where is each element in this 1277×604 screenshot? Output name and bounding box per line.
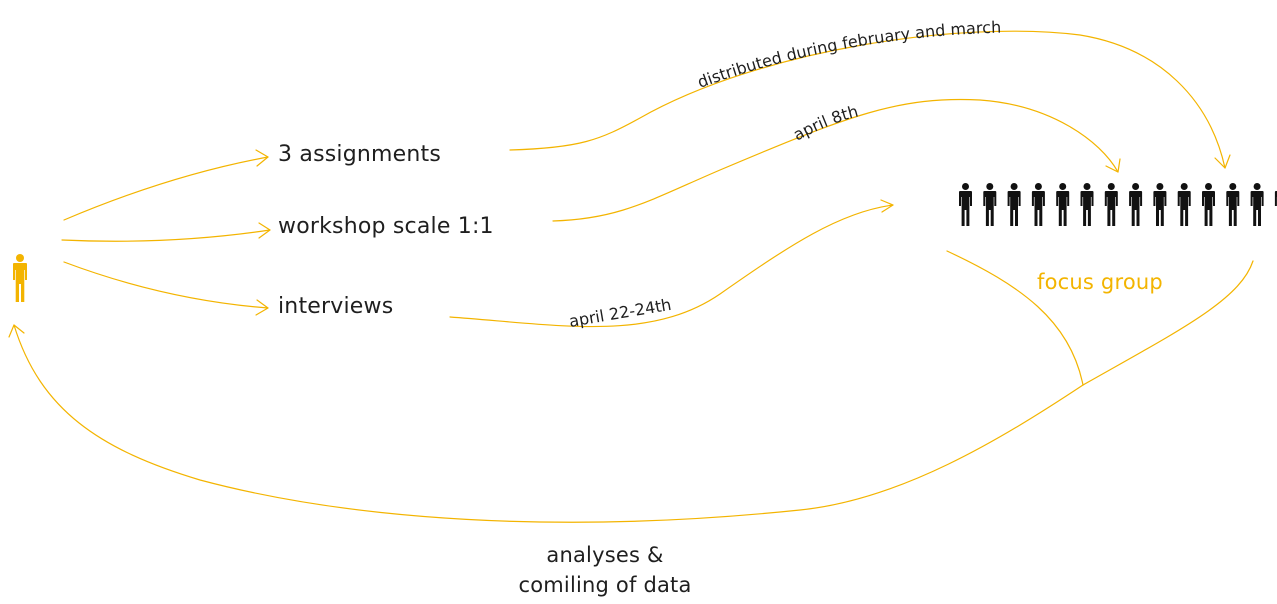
arrowhead-group-mid bbox=[1105, 158, 1121, 173]
arrowhead-researcher bbox=[8, 324, 25, 338]
person-icon bbox=[1153, 183, 1167, 226]
person-icon bbox=[1104, 183, 1118, 226]
person-icon bbox=[1080, 183, 1094, 226]
person-icon bbox=[1031, 183, 1045, 226]
node-3-assignments: 3 assignments bbox=[278, 142, 442, 167]
arrow-researcher-to-interviews bbox=[63, 261, 269, 309]
edge-label-april8-text: april 8th bbox=[790, 101, 860, 144]
person-icon bbox=[983, 183, 997, 226]
arrowhead-workshop bbox=[258, 222, 271, 239]
line-group-left-to-junction bbox=[946, 250, 1084, 386]
arrow-feedback-to-researcher bbox=[13, 324, 1084, 523]
analyses-line-2: comiling of data bbox=[518, 573, 692, 597]
person-icon bbox=[1177, 183, 1191, 226]
arrow-workshop-to-group bbox=[552, 98, 1119, 222]
person-icon bbox=[1129, 183, 1143, 226]
connector-lines bbox=[13, 30, 1254, 523]
person-icon bbox=[1056, 183, 1070, 226]
person-icon bbox=[1226, 183, 1240, 226]
arrowhead-group-right bbox=[1214, 154, 1231, 169]
arrow-assignments-to-group bbox=[509, 30, 1226, 169]
arrow-researcher-to-assignments bbox=[63, 156, 269, 221]
person-icon bbox=[1274, 191, 1277, 206]
analyses-line-1: analyses & bbox=[546, 543, 664, 567]
focus-group-people bbox=[959, 183, 1277, 226]
arrow-interviews-to-group bbox=[449, 204, 894, 328]
node-workshop-scale: workshop scale 1:1 bbox=[278, 214, 494, 239]
arrow-researcher-to-workshop bbox=[61, 229, 271, 242]
node-analyses: analyses & comiling of data bbox=[480, 540, 730, 600]
edge-label-april8: april 8th bbox=[790, 101, 860, 144]
researcher-person-icon bbox=[13, 254, 27, 302]
line-group-right-to-junction bbox=[1082, 260, 1254, 386]
person-icon bbox=[1007, 183, 1021, 226]
person-icon bbox=[1250, 183, 1264, 226]
arrowheads bbox=[8, 149, 1231, 338]
arrowhead-assignments bbox=[255, 149, 269, 167]
edge-label-distributed: distributed during february and march bbox=[695, 18, 1002, 92]
node-focus-group: focus group bbox=[1037, 270, 1163, 294]
person-icon bbox=[959, 183, 972, 226]
node-interviews: interviews bbox=[278, 294, 394, 319]
arrowhead-group-left bbox=[880, 199, 894, 213]
arrowhead-interviews bbox=[255, 299, 269, 316]
person-icon bbox=[1202, 183, 1215, 226]
edge-label-distributed-text: distributed during february and march bbox=[695, 18, 1002, 92]
